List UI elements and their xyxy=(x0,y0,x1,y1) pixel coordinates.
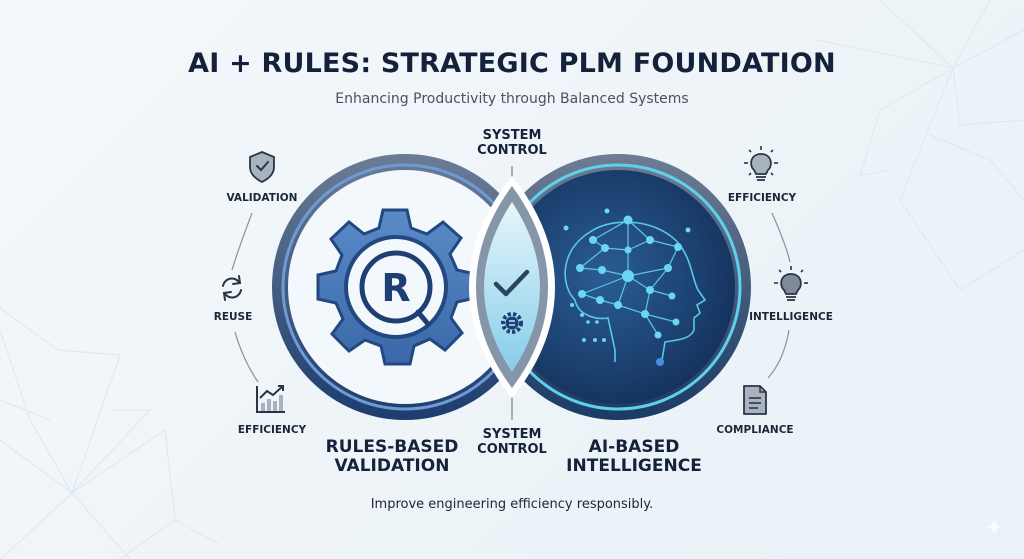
right-item-intelligence-label: INTELLIGENCE xyxy=(749,311,833,323)
system-control-top-line1: SYSTEM xyxy=(482,128,542,143)
ai-title-line2: INTELLIGENCE xyxy=(566,456,702,476)
ai-circle xyxy=(485,154,751,420)
left-connector-arc-bottom xyxy=(234,331,259,383)
ai-title-line1: AI-BASED xyxy=(588,437,680,457)
left-item-efficiency-label: EFFICIENCY xyxy=(237,424,307,436)
gear-sync-icon xyxy=(501,312,523,334)
system-control-bottom-line1: SYSTEM xyxy=(482,427,542,442)
right-connector-arc-top xyxy=(771,212,791,263)
refresh-cycle-icon xyxy=(222,275,242,301)
rules-title-line1: RULES-BASED xyxy=(325,437,459,457)
system-control-top-label: SYSTEM CONTROL xyxy=(477,128,547,158)
shield-check-icon xyxy=(249,151,275,184)
left-item-validation-label: VALIDATION xyxy=(226,192,298,204)
system-control-bottom-label: SYSTEM CONTROL xyxy=(477,427,547,457)
svg-text:R: R xyxy=(381,266,410,310)
rules-pillar-title: RULES-BASED VALIDATION xyxy=(326,438,459,476)
checkmark-icon xyxy=(493,269,530,297)
right-item-compliance-label: COMPLIANCE xyxy=(716,424,794,436)
gear-registered-icon: R xyxy=(316,208,477,366)
right-connector-arc-bottom xyxy=(767,329,790,379)
page-subtitle: Enhancing Productivity through Balanced … xyxy=(335,91,689,107)
lightbulb-icon xyxy=(744,146,778,181)
left-item-reuse-label: REUSE xyxy=(213,311,253,323)
right-item-efficiency-label: EFFICIENCY xyxy=(727,192,797,204)
page-title: AI + RULES: STRATEGIC PLM FOUNDATION xyxy=(188,48,836,79)
system-control-bottom-line2: CONTROL xyxy=(477,442,547,457)
growth-chart-icon xyxy=(256,385,285,413)
neural-brain-head-icon xyxy=(563,208,707,366)
overlap-lens xyxy=(469,176,555,398)
ai-pillar-title: AI-BASED INTELLIGENCE xyxy=(566,438,702,476)
system-control-top-line2: CONTROL xyxy=(477,143,547,158)
footer-tagline: Improve engineering efficiency responsib… xyxy=(370,497,654,512)
left-connector-arc-top xyxy=(231,212,253,271)
sparkle-icon: ✦ xyxy=(985,515,1004,540)
lightbulb-icon xyxy=(774,266,808,301)
rules-title-line2: VALIDATION xyxy=(334,456,450,476)
document-icon xyxy=(743,385,767,415)
